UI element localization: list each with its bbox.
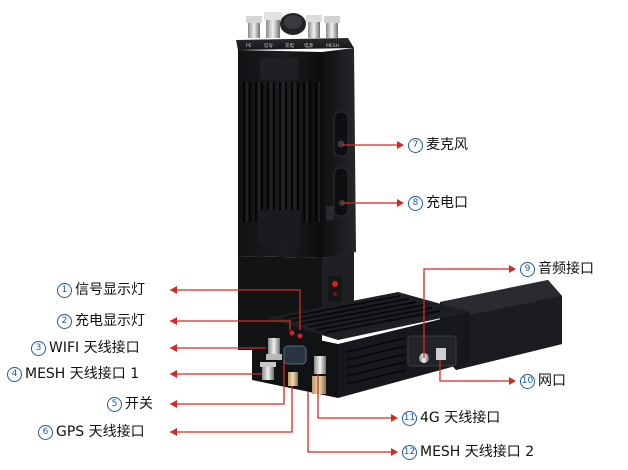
callout-number: 1 [57, 282, 72, 298]
callout-7: 7 麦克风 [408, 136, 468, 154]
callout-9: 9 音频接口 [520, 260, 594, 278]
callout-label: 充电显示灯 [75, 313, 145, 329]
callout-label: 4G 天线接口 [420, 410, 501, 426]
callout-3: 3 WIFI 天线接口 [31, 339, 140, 357]
callout-label: 信号显示灯 [75, 282, 145, 298]
top-label: 电源 [304, 42, 313, 49]
front-connectors [260, 330, 326, 394]
callout-number: 4 [7, 366, 22, 382]
callout-line-9 [423, 268, 512, 358]
callout-line-2 [170, 320, 291, 330]
callout-2: 2 充电显示灯 [57, 312, 145, 330]
callout-4: 4 MESH 天线接口 1 [7, 365, 139, 383]
callout-line-5 [170, 360, 285, 405]
lying-unit [252, 280, 562, 398]
front-ribs [243, 82, 317, 222]
callout-line-12 [307, 392, 394, 453]
charge-port [333, 167, 349, 217]
callout-label: MESH 天线接口 2 [420, 444, 535, 460]
callout-number: 9 [520, 261, 535, 277]
callout-line-10 [439, 360, 512, 382]
top-labels: PE 信号 充电 电源 MESH [246, 42, 339, 49]
callout-number: 2 [57, 313, 72, 329]
top-label: 信号 [264, 42, 273, 49]
callout-lines [170, 144, 512, 453]
lan-port [436, 348, 446, 360]
callout-line-1 [170, 289, 301, 330]
callout-label: WIFI 天线接口 [49, 340, 140, 356]
top-connectors [246, 12, 340, 38]
top-label: MESH [326, 43, 339, 49]
callout-number: 11 [402, 410, 417, 426]
callout-label: GPS 天线接口 [56, 424, 145, 440]
callout-line-11 [317, 374, 394, 419]
callout-number: 3 [31, 340, 46, 356]
callout-number: 10 [520, 373, 535, 389]
callout-label: 麦克风 [426, 137, 468, 153]
callout-5: 5 开关 [107, 395, 153, 413]
callout-label: 充电口 [426, 195, 468, 211]
upright-unit: PE 信号 充电 电源 MESH [236, 12, 356, 350]
callout-number: 8 [408, 195, 423, 211]
callout-11: 11 4G 天线接口 [402, 409, 500, 427]
callout-number: 5 [107, 396, 122, 412]
callout-label: 音频接口 [538, 261, 594, 277]
callout-1: 1 信号显示灯 [57, 281, 145, 299]
microphone-port [333, 111, 349, 157]
callout-number: 12 [402, 444, 417, 460]
callout-number: 7 [408, 137, 423, 153]
callout-label: MESH 天线接口 1 [25, 366, 140, 382]
callout-label: 开关 [125, 396, 153, 412]
callout-10: 10 网口 [520, 372, 566, 390]
callout-number: 6 [38, 424, 53, 440]
top-label: PE [246, 43, 252, 49]
callout-label: 网口 [538, 373, 566, 389]
callout-6: 6 GPS 天线接口 [38, 423, 145, 441]
callout-8: 8 充电口 [408, 194, 468, 212]
callout-arrowheads [170, 141, 516, 456]
top-label: 充电 [285, 42, 294, 49]
callout-12: 12 MESH 天线接口 2 [402, 443, 534, 461]
callout-line-6 [170, 386, 293, 433]
